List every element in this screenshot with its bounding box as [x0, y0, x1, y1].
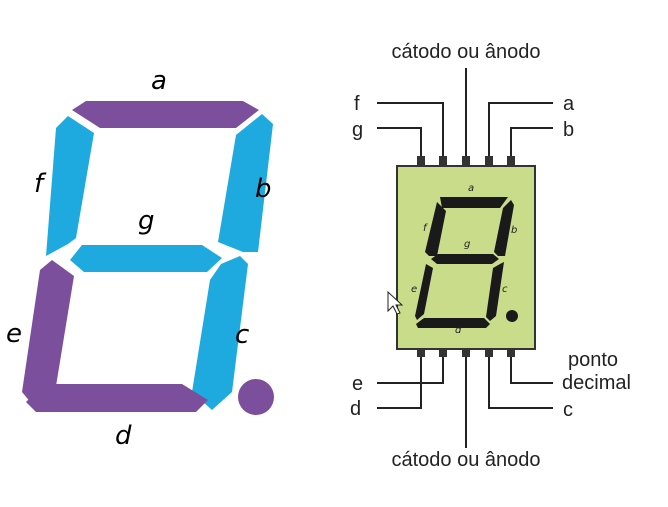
segment-g — [70, 245, 222, 272]
stub-a — [485, 156, 493, 166]
chip-segment-a — [440, 197, 508, 208]
segment-c — [192, 256, 248, 410]
pin-label-d: d — [350, 398, 361, 420]
stub-d — [417, 347, 425, 357]
top-common-label: cátodo ou ânodo — [391, 41, 540, 63]
pin-label-f: f — [354, 93, 360, 115]
chip-label-b: b — [511, 225, 517, 236]
pin-label-b: b — [563, 119, 574, 141]
chip-label-f: f — [423, 223, 428, 234]
pin-label-e: e — [352, 373, 363, 395]
chip-segment-e — [415, 264, 433, 320]
stub-g — [417, 156, 425, 166]
label-g: g — [138, 206, 155, 236]
pin-stubs — [417, 156, 515, 357]
mouse-cursor-icon — [387, 290, 404, 315]
pin-d-wire — [377, 350, 422, 409]
chip-label-a: a — [468, 183, 474, 194]
segment-a — [72, 101, 259, 128]
pin-label-ponto: ponto — [568, 349, 618, 371]
label-b: b — [255, 174, 272, 204]
stub-bottom-common — [462, 347, 470, 357]
bottom-common-label: cátodo ou ânodo — [391, 449, 540, 471]
chip-label-g: g — [464, 239, 470, 250]
label-e: e — [6, 319, 22, 349]
pin-label-g: g — [352, 119, 363, 141]
segment-d — [26, 384, 208, 412]
stub-c — [485, 347, 493, 357]
stub-b — [507, 156, 515, 166]
component-pinout — [377, 68, 553, 448]
label-a: a — [151, 66, 167, 96]
chip-decimal-point — [506, 310, 518, 322]
pin-c-wire — [488, 350, 553, 409]
pin-f-wire — [377, 102, 444, 163]
segment-b — [218, 114, 273, 252]
label-f: f — [34, 169, 47, 199]
chip-label-e: e — [411, 284, 417, 295]
pin-e-wire — [377, 350, 444, 384]
chip-segment-c — [486, 262, 504, 321]
pin-label-decimal: decimal — [562, 372, 631, 394]
pin-dp-wire — [510, 350, 553, 384]
decimal-point — [238, 379, 274, 415]
stub-f — [439, 156, 447, 166]
pin-a-wire — [488, 102, 553, 163]
stub-e — [439, 347, 447, 357]
big-seven-segment: a f b g e c d — [6, 66, 274, 451]
chip-segment-d — [416, 318, 490, 328]
pin-label-c: c — [563, 399, 573, 421]
pin-g-wire — [377, 127, 422, 163]
label-c: c — [235, 320, 249, 350]
chip-segments — [415, 197, 518, 328]
segment-f — [46, 116, 94, 256]
pin-label-a: a — [563, 93, 575, 115]
chip-segment-g — [431, 254, 499, 264]
stub-top-common — [462, 156, 470, 166]
chip-segment-f — [425, 202, 446, 256]
label-d: d — [115, 421, 132, 451]
pin-b-wire — [510, 127, 553, 163]
chip-segment-b — [494, 200, 514, 256]
chip-label-c: c — [502, 284, 508, 295]
chip-label-d: d — [455, 325, 462, 336]
segment-e — [22, 260, 74, 404]
stub-dp — [507, 347, 515, 357]
